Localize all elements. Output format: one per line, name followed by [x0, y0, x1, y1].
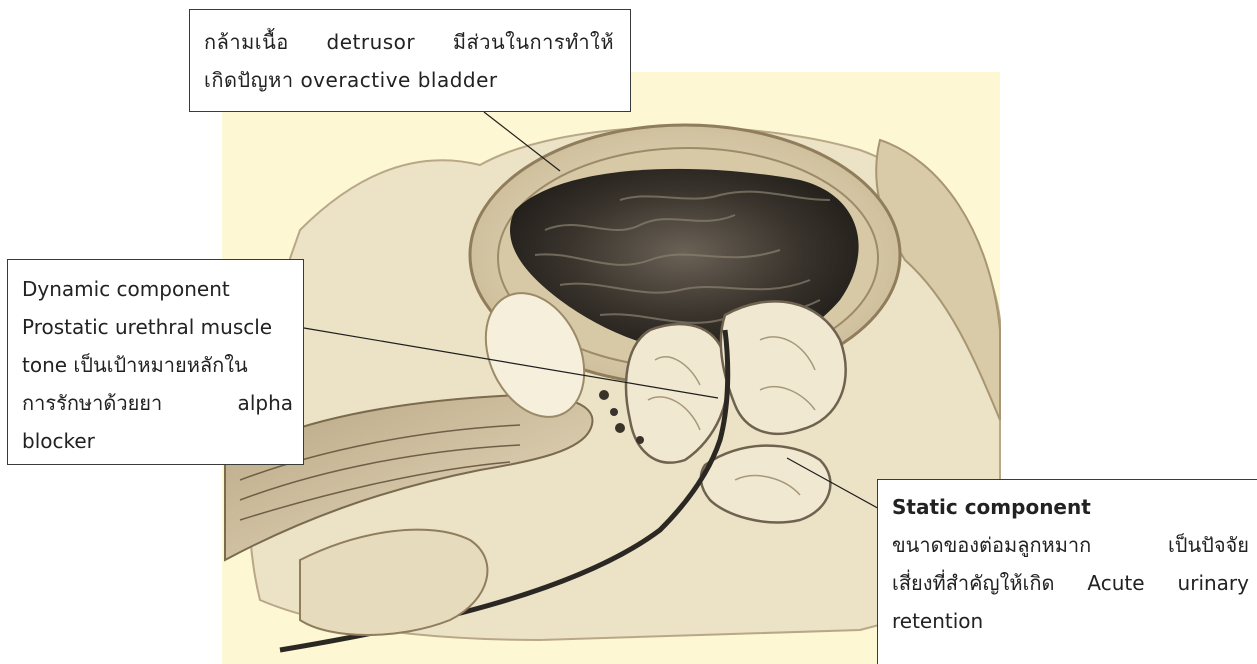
- callout-static-line-2: เสี่ยงที่สำคัญให้เกิด Acute urinary: [892, 564, 1249, 602]
- callout-detrusor-line-2: เกิดปัญหา overactive bladder: [204, 61, 614, 99]
- callout-dynamic-line-4: การรักษาด้วยยา alpha: [22, 384, 293, 422]
- callout-dynamic-line-3: tone เป็นเป้าหมายหลักใน: [22, 346, 293, 384]
- prostate-lobe-center: [721, 301, 846, 433]
- callout-static-line-3: retention: [892, 602, 1249, 640]
- callout-dynamic-component: Dynamic component Prostatic urethral mus…: [7, 259, 304, 465]
- callout-dynamic-line-5: blocker: [22, 422, 293, 460]
- callout-static-title: Static component: [892, 488, 1249, 526]
- callout-dynamic-line-2: Prostatic urethral muscle: [22, 308, 293, 346]
- callout-static-line-1: ขนาดของต่อมลูกหมาก เป็นปัจจัย: [892, 526, 1249, 564]
- callout-detrusor-line-1: กล้ามเนื้อ detrusor มีส่วนในการทำให้: [204, 23, 614, 61]
- callout-detrusor: กล้ามเนื้อ detrusor มีส่วนในการทำให้ เกิ…: [189, 9, 631, 112]
- callout-dynamic-line-1: Dynamic component: [22, 270, 293, 308]
- callout-static-component: Static component ขนาดของต่อมลูกหมาก เป็น…: [877, 479, 1257, 664]
